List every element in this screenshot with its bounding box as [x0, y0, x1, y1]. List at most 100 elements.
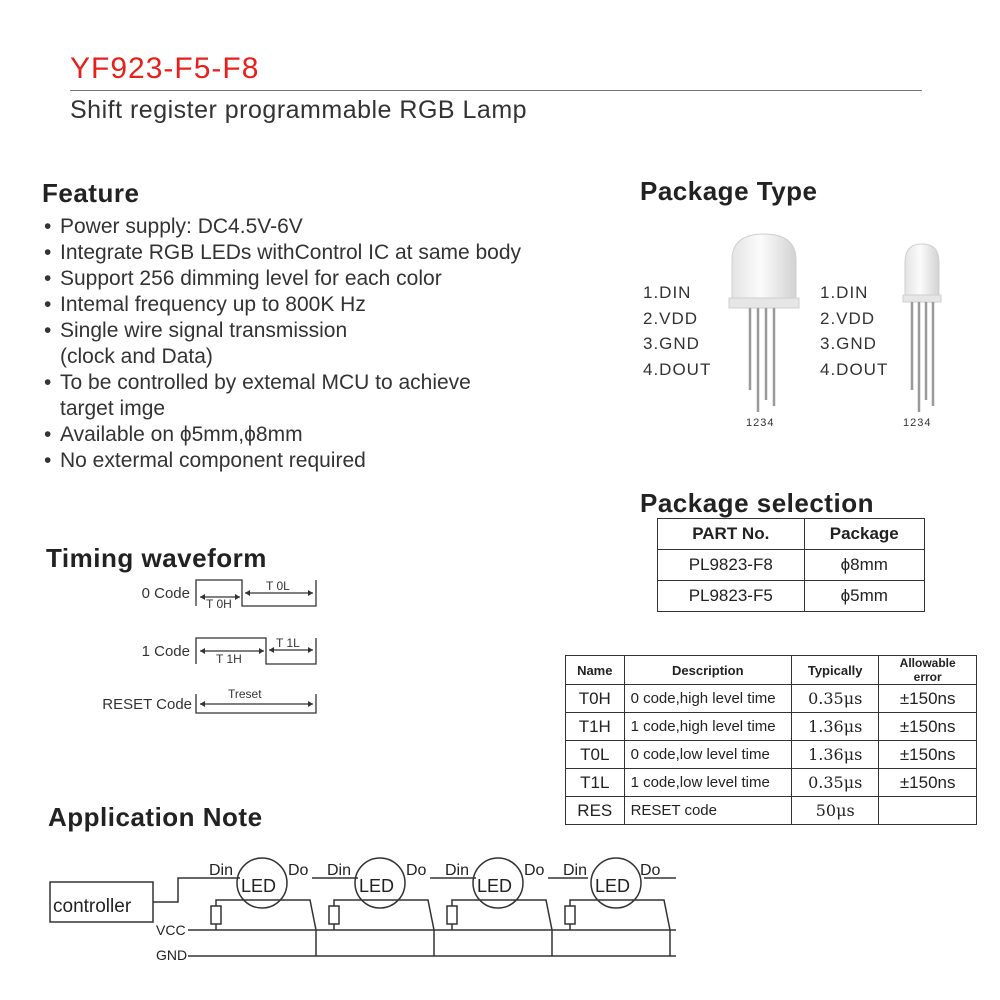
feature-item-continuation: (clock and Data) — [60, 345, 213, 368]
table-cell: ϕ5mm — [803, 580, 926, 612]
pin-label: 2.VDD — [820, 308, 876, 328]
led-label: LED — [477, 876, 512, 896]
feature-item: •Integrate RGB LEDs withControl IC at sa… — [44, 241, 522, 264]
do-label: Do — [640, 862, 661, 879]
treset-label: Treset — [228, 687, 262, 701]
pin-label: 2.VDD — [643, 308, 699, 328]
pin-label: 3.GND — [643, 334, 700, 353]
din-label: Din — [327, 862, 351, 879]
table-cell: 1 code,low level time — [623, 768, 793, 797]
table-cell: 0 code,low level time — [623, 740, 793, 769]
feature-list: •Power supply: DC4.5V-6V •Integrate RGB … — [44, 214, 521, 474]
table-cell: PL9823-F8 — [657, 549, 805, 581]
feature-item: •Single wire signal transmission — [44, 319, 348, 342]
vcc-label: VCC — [156, 922, 186, 938]
din-label: Din — [445, 862, 469, 879]
one-code-waveform — [195, 637, 317, 665]
led-5mm-image — [902, 243, 942, 412]
feature-item: •No extermal component required — [44, 449, 366, 472]
pin-label: 1.DIN — [820, 283, 869, 302]
column-header: Typically — [791, 655, 880, 685]
package-selection-heading: Package selection — [640, 488, 874, 518]
din-label: Din — [209, 862, 233, 879]
left-pin-list: 1.DIN 2.VDD 3.GND 4.DOUT — [643, 280, 711, 382]
column-header: Name — [565, 655, 625, 685]
table-row: RES RESET code 50μs — [565, 796, 977, 825]
pin-label: 4.DOUT — [820, 359, 889, 379]
package-selection-table: PART No. Package PL9823-F8 ϕ8mm PL9823-F… — [657, 518, 926, 612]
reset-code-waveform — [195, 694, 317, 714]
table-cell: ±150ns — [878, 740, 977, 769]
table-cell: 1 code,high level time — [623, 712, 793, 741]
table-cell: T1L — [565, 768, 625, 797]
code-label: 0 Code — [141, 585, 190, 602]
din-label: Din — [563, 862, 587, 879]
document-subtitle: Shift register programmable RGB Lamp — [70, 96, 528, 124]
table-cell: PL9823-F5 — [657, 580, 805, 612]
t0l-label: T 0L — [266, 579, 290, 593]
table-row: PL9823-F8 ϕ8mm — [657, 549, 926, 581]
table-cell: RES — [565, 796, 625, 825]
package-type-heading: Package Type — [640, 176, 818, 206]
timing-waveform-diagram: T 0H T 0L T 1H T 1L Treset — [195, 579, 317, 714]
table-cell: T0H — [565, 684, 625, 713]
table-cell: ±150ns — [878, 712, 977, 741]
do-label: Do — [406, 862, 427, 879]
t0h-label: T 0H — [206, 597, 232, 611]
column-header: Description — [623, 655, 793, 685]
timing-heading: Timing waveform — [46, 543, 267, 573]
column-header: PART No. — [657, 518, 805, 550]
feature-item: •Power supply: DC4.5V-6V — [44, 215, 303, 238]
application-circuit-diagram: controller VCC GND Din Do Din Do Din Do … — [49, 857, 676, 963]
right-pin-numbers: 1234 — [903, 417, 932, 429]
table-cell: 1.36μs — [791, 740, 880, 769]
table-cell: ϕ8mm — [803, 549, 926, 581]
table-cell — [878, 796, 977, 825]
feature-item-continuation: target imge — [60, 397, 166, 420]
table-row: T1H 1 code,high level time 1.36μs ±150ns — [565, 712, 977, 741]
timing-spec-table: Name Description Typically Allowable err… — [565, 655, 977, 825]
table-cell: 0.35μs — [791, 768, 880, 797]
title-divider — [70, 90, 922, 91]
led-label: LED — [241, 876, 276, 896]
table-header-row: Name Description Typically Allowable err… — [565, 655, 977, 685]
table-cell: 0.35μs — [791, 684, 880, 713]
table-row: PL9823-F5 ϕ5mm — [657, 580, 926, 612]
led-2 — [354, 857, 406, 909]
right-pin-list: 1.DIN 2.VDD 3.GND 4.DOUT — [820, 280, 888, 382]
pin-label: 4.DOUT — [643, 359, 712, 379]
led-label: LED — [359, 876, 394, 896]
led-8mm-image — [728, 233, 800, 412]
led-1 — [236, 857, 288, 909]
table-cell: 1.36μs — [791, 712, 880, 741]
t1l-label: T 1L — [276, 636, 300, 650]
do-label: Do — [288, 862, 309, 879]
feature-item: •Available on ϕ5mm,ϕ8mm — [44, 423, 303, 446]
table-row: T1L 1 code,low level time 0.35μs ±150ns — [565, 768, 977, 797]
code-label: 1 Code — [141, 643, 190, 660]
t1h-label: T 1H — [216, 652, 242, 666]
zero-code-waveform — [195, 579, 317, 607]
application-note-heading: Application Note — [48, 802, 263, 832]
table-cell: ±150ns — [878, 768, 977, 797]
table-row: T0L 0 code,low level time 1.36μs ±150ns — [565, 740, 977, 769]
table-header-row: PART No. Package — [657, 518, 926, 550]
pin-label: 3.GND — [820, 334, 877, 353]
controller-label: controller — [53, 896, 132, 917]
feature-item: •Intemal frequency up to 800K Hz — [44, 293, 366, 316]
table-cell: T0L — [565, 740, 625, 769]
gnd-label: GND — [156, 947, 187, 963]
column-header: Allowable error — [878, 655, 977, 685]
feature-heading: Feature — [42, 178, 140, 208]
do-label: Do — [524, 862, 545, 879]
code-label: RESET Code — [102, 696, 192, 713]
document-title: YF923-F5-F8 — [70, 52, 260, 85]
table-cell: ±150ns — [878, 684, 977, 713]
led-4 — [590, 857, 642, 909]
column-header: Package — [803, 518, 926, 550]
feature-item: •Support 256 dimming level for each colo… — [44, 267, 442, 290]
table-row: T0H 0 code,high level time 0.35μs ±150ns — [565, 684, 977, 713]
feature-item: •To be controlled by extemal MCU to achi… — [44, 371, 471, 394]
left-pin-numbers: 1234 — [746, 417, 775, 429]
led-3 — [472, 857, 524, 909]
